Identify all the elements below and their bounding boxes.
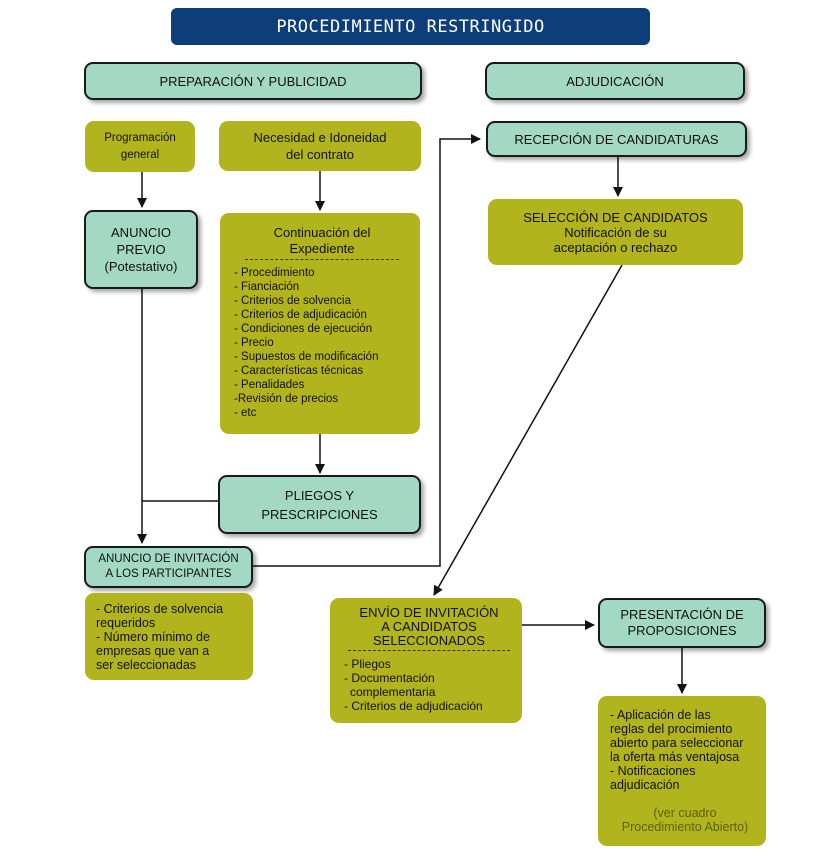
list-item: - Procedimiento — [234, 267, 315, 279]
box-programacion-general: Programación general — [85, 121, 195, 172]
continuacion-list: - Procedimiento - Fianciación - Criterio… — [234, 266, 410, 420]
arrow-seleccion-envio — [433, 264, 623, 596]
header-adjudicacion: ADJUDICACIÓN — [485, 62, 745, 100]
list-item: - Condiciones de ejecución — [234, 323, 373, 335]
box-anuncio-previo: ANUNCIO PREVIO (Potestativo) — [84, 210, 198, 289]
aplicacion-note: (ver cuadro Procedimiento Abierto) — [621, 806, 749, 834]
list-item: - etc — [234, 407, 257, 419]
box-anuncio-invitacion: ANUNCIO DE INVITACIÓN A LOS PARTICIPANTE… — [84, 546, 253, 588]
arrow-invitacion-recepcion — [253, 134, 481, 567]
list-item: - Criterios de solvencia — [234, 295, 351, 307]
envio-list: - Pliegos - Documentación complementaria… — [344, 657, 514, 713]
list-item: - Penalidades — [234, 379, 305, 391]
list-item: - Precio — [234, 337, 274, 349]
box-pliegos-prescripciones: PLIEGOS Y PRESCRIPCIONES — [218, 475, 421, 534]
box-seleccion-candidatos: SELECCIÓN DE CANDIDATOS Notificación de … — [488, 199, 743, 265]
diagram-title: PROCEDIMIENTO RESTRINGIDO — [171, 8, 650, 45]
dashed-divider — [348, 650, 510, 651]
box-recepcion-candidaturas: RECEPCIÓN DE CANDIDATURAS — [486, 121, 747, 157]
box-necesidad-idoneidad: Necesidad e Idoneidad del contrato — [219, 121, 421, 171]
list-item: - Supuestos de modificación — [234, 351, 379, 363]
list-item: - Características técnicas — [234, 365, 364, 377]
list-item: complementaria — [350, 685, 436, 699]
list-item: - Documentación — [344, 671, 435, 685]
box-envio-invitacion: ENVÍO DE INVITACIÓN A CANDIDATOS SELECCI… — [330, 598, 522, 723]
list-item: -Revisión de precios — [234, 393, 339, 405]
list-item: - Criterios de adjudicación — [344, 699, 483, 713]
list-item: - Criterios de adjudicación — [234, 309, 367, 321]
header-preparacion: PREPARACIÓN Y PUBLICIDAD — [84, 62, 422, 100]
box-presentacion-proposiciones: PRESENTACIÓN DE PROPOSICIONES — [598, 598, 766, 648]
dashed-divider — [244, 259, 400, 260]
box-criterios-solvencia: - Criterios de solvencia requeridos - Nú… — [85, 593, 253, 680]
list-item: - Fianciación — [234, 281, 300, 293]
list-item: - Pliegos — [344, 657, 391, 671]
box-continuacion-expediente: Continuación del Expediente - Procedimie… — [220, 213, 420, 434]
box-aplicacion-reglas: - Aplicación de las reglas del procimien… — [598, 696, 766, 846]
